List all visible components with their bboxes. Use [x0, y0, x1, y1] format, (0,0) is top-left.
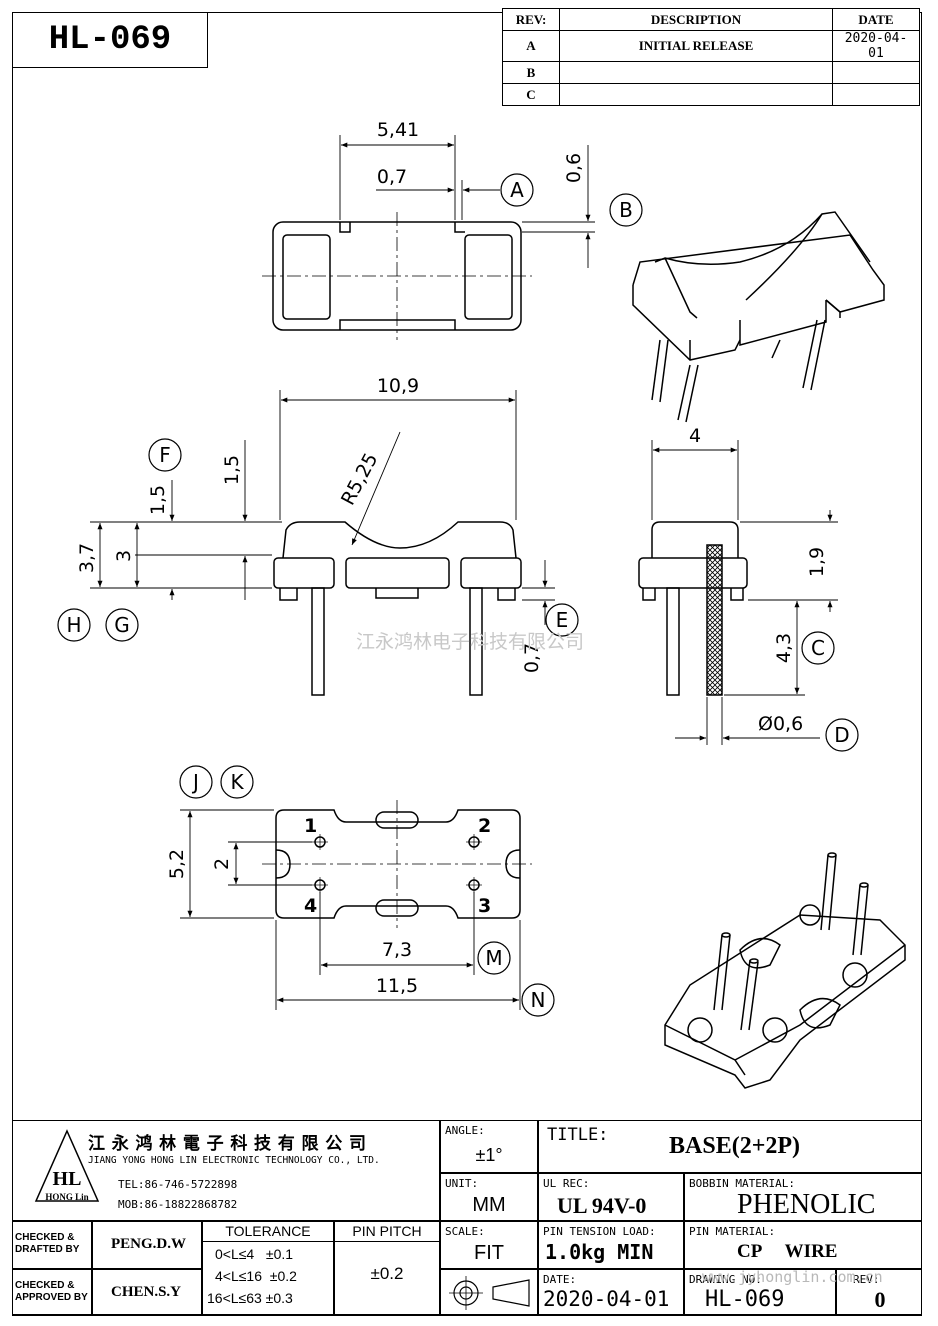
bottom-view	[262, 800, 532, 928]
checked-drafted-label-cell: CHECKED & DRAFTED BY	[12, 1221, 92, 1269]
company-section: HL HONG Lin 江 永 鸿 林 電 子 科 技 有 限 公 司 JIAN…	[12, 1121, 440, 1221]
dim-height-total: 3,7	[76, 543, 98, 573]
checked-approved-name-cell: CHEN.S.Y	[92, 1269, 202, 1316]
callout-circles	[57, 173, 859, 1017]
dim-depth-1: 1,5	[221, 455, 243, 485]
pin-material-cell: PIN MATERIAL: CP WIRE	[684, 1221, 922, 1269]
dim-pin-diameter: Ø0,6	[758, 713, 803, 735]
drawing-no-cell: DRAWING NO: HL-069	[684, 1269, 836, 1316]
watermark-text: 江永鸿林电子科技有限公司	[356, 631, 584, 653]
dim-top-width: 5,41	[377, 119, 419, 141]
callout-a: A	[510, 178, 524, 202]
drawing-number-header: HL-069	[12, 12, 208, 68]
date-header: DATE	[832, 8, 920, 31]
dim-top-slot: 0,7	[377, 166, 407, 188]
date-cell	[832, 83, 920, 106]
top-view	[262, 212, 532, 340]
dim-pin-length: 4,3	[773, 633, 795, 663]
callout-n: N	[531, 988, 546, 1012]
tolerance-row: 16<L≤63 ±0.3	[207, 1290, 293, 1306]
tension-value: 1.0kg MIN	[545, 1240, 654, 1264]
technical-drawing: 5,41 0,7 0,6 10,9 R5,25 1,5 1,5 3,7 3 4 …	[57, 119, 906, 1089]
front-view	[273, 521, 522, 696]
dim-bottom-length: 11,5	[376, 975, 418, 997]
rev-value: 0	[874, 1287, 886, 1312]
rev-cell: C	[502, 83, 560, 106]
date-value: 2020-04-01	[543, 1287, 670, 1311]
dim-height-body: 3	[113, 550, 135, 562]
dim-pin-pitch-x: 7,3	[382, 939, 412, 961]
pin-material-value: CP WIRE	[737, 1241, 838, 1262]
pin-pitch-value: ±0.2	[370, 1264, 404, 1283]
unit-value: MM	[472, 1194, 506, 1216]
company-name-cn: 江 永 鸿 林 電 子 科 技 有 限 公 司	[88, 1134, 367, 1153]
callout-g: G	[114, 613, 130, 637]
company-logo: HL HONG Lin	[34, 1129, 100, 1202]
title-value: BASE(2+2P)	[669, 1133, 801, 1159]
drawing-frame	[12, 12, 922, 1315]
callout-b: B	[619, 198, 633, 222]
revision-table: REV: DESCRIPTION DATE A INITIAL RELEASE …	[502, 8, 920, 106]
company-name-en: JIANG YONG HONG LIN ELECTRONIC TECHNOLOG…	[88, 1155, 380, 1166]
svg-text:HONG Lin: HONG Lin	[45, 1192, 88, 1202]
ul-value: UL 94V-0	[557, 1193, 647, 1218]
company-tel: TEL:86-746-5722898	[118, 1178, 238, 1191]
callout-f: F	[159, 443, 171, 467]
angle-value: ±1°	[475, 1145, 503, 1165]
isometric-view-bottom	[664, 852, 906, 1089]
bobbin-material-cell: BOBBIN MATERIAL: PHENOLIC	[684, 1173, 922, 1221]
callout-e: E	[556, 608, 569, 632]
date-cell: DATE: 2020-04-01	[538, 1269, 684, 1316]
dim-side-width: 4	[689, 425, 701, 447]
angle-cell: ANGLE: ±1°	[440, 1121, 538, 1173]
projection-symbol-icon	[449, 1276, 530, 1310]
bobbin-material-value: PHENOLIC	[737, 1189, 876, 1220]
tension-cell: PIN TENSION LOAD: 1.0kg MIN	[538, 1221, 684, 1269]
dim-radius: R5,25	[337, 450, 382, 509]
callout-d: D	[834, 723, 849, 747]
dim-side-height: 1,9	[806, 547, 828, 577]
date-cell: 2020-04-01	[832, 30, 920, 62]
dim-top-step: 0,6	[563, 153, 585, 183]
rev-cell: REV: 0	[836, 1269, 922, 1316]
isometric-view-top	[632, 211, 885, 423]
callout-j: J	[191, 770, 199, 794]
callout-c: C	[811, 636, 825, 660]
scale-cell: SCALE: FIT	[440, 1221, 538, 1269]
company-mob: MOB:86-18822868782	[118, 1198, 238, 1211]
dim-front-width: 10,9	[377, 375, 419, 397]
callout-h: H	[66, 613, 81, 637]
description-cell: INITIAL RELEASE	[559, 30, 833, 62]
title-cell: TITLE: BASE(2+2P)	[538, 1121, 922, 1173]
tolerance-row: 4<L≤16 ±0.2	[215, 1268, 297, 1284]
dim-pin-offset: 0,7	[521, 643, 543, 673]
side-view	[638, 521, 748, 696]
svg-text:HL: HL	[53, 1168, 82, 1190]
tolerance-cell: TOLERANCE 0<L≤4 ±0.1 4<L≤16 ±0.2 16<L≤63…	[202, 1221, 334, 1316]
dim-hole-spacing: 2	[211, 858, 233, 870]
pin-number-4: 4	[304, 895, 317, 917]
rev-cell: A	[502, 30, 560, 62]
watermark-url: www.jyhonglin.com.cn	[702, 1268, 883, 1286]
tolerance-row: 0<L≤4 ±0.1	[215, 1246, 294, 1262]
table-row: C	[502, 83, 920, 106]
rev-header: REV:	[502, 8, 560, 31]
table-row: A INITIAL RELEASE 2020-04-01	[502, 30, 920, 62]
dim-depth-2: 1,5	[147, 485, 169, 515]
checked-drafted-name-cell: PENG.D.W	[92, 1221, 202, 1269]
projection-symbol-cell	[440, 1269, 538, 1316]
dim-bottom-height: 5,2	[166, 849, 188, 879]
unit-cell: UNIT: MM	[440, 1173, 538, 1221]
pin-number-2: 2	[478, 815, 491, 837]
checked-approved-label-cell: CHECKED & APPROVED BY	[12, 1269, 92, 1316]
ul-cell: UL REC: UL 94V-0	[538, 1173, 684, 1221]
pin-number-3: 3	[478, 895, 491, 917]
pin-number-1: 1	[304, 815, 317, 837]
callout-k: K	[230, 770, 244, 794]
callout-m: M	[485, 946, 502, 970]
pin-pitch-cell: PIN PITCH ±0.2	[334, 1221, 440, 1316]
drawing-no-value: HL-069	[705, 1287, 785, 1312]
scale-value: FIT	[474, 1242, 504, 1264]
title-block: HL HONG Lin 江 永 鸿 林 電 子 科 技 有 限 公 司 JIAN…	[12, 1120, 922, 1316]
